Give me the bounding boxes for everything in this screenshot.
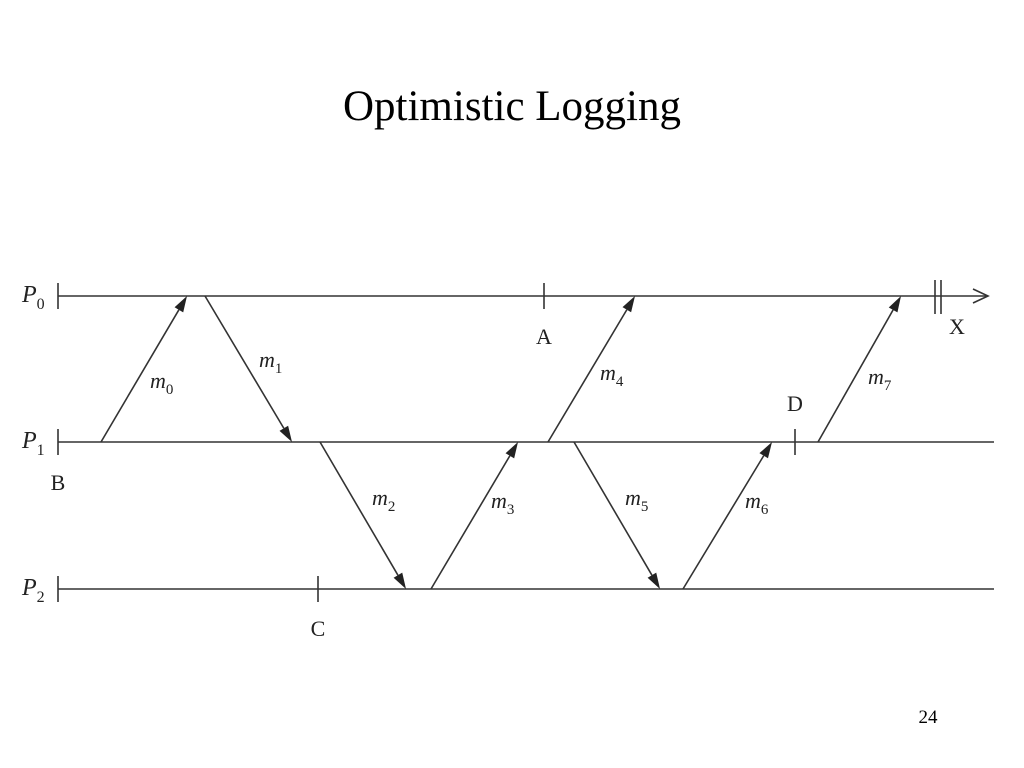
message-label-m6: m6: [745, 488, 769, 518]
message-label-m0: m0: [150, 368, 173, 398]
process-label-p2: P2: [21, 575, 45, 606]
failure-label: X: [949, 314, 965, 339]
message-m4-line: [547, 309, 628, 443]
message-m2-arrowhead: [393, 572, 406, 589]
process-label-p0: P0: [21, 282, 45, 313]
message-m7-line: [817, 309, 894, 443]
message-m5-line: [573, 441, 653, 576]
message-m5-arrowhead: [647, 572, 660, 589]
message-label-m3: m3: [491, 488, 514, 518]
message-label-m4: m4: [600, 360, 624, 390]
slide-title: Optimistic Logging: [342, 83, 682, 130]
message-m1-line: [204, 295, 285, 429]
message-m6-arrowhead: [759, 442, 772, 459]
checkpoint-label-A: A: [536, 324, 552, 349]
message-label-m2: m2: [372, 485, 395, 515]
message-m6-line: [682, 455, 765, 590]
timeline-end-arrow-p0: [972, 288, 990, 304]
message-m0-arrowhead: [174, 296, 187, 313]
checkpoint-label-D: D: [787, 391, 803, 416]
timelines-layer: [57, 280, 994, 602]
message-m0-line: [100, 309, 180, 443]
messages-layer: [100, 295, 901, 590]
message-m1-arrowhead: [279, 425, 292, 442]
message-m4-arrowhead: [622, 296, 635, 313]
message-label-m7: m7: [868, 364, 892, 394]
message-m3-arrowhead: [505, 442, 518, 459]
message-label-m1: m1: [259, 347, 282, 377]
message-m2-line: [319, 441, 399, 576]
message-m7-arrowhead: [888, 296, 901, 313]
checkpoint-label-B: B: [51, 470, 66, 495]
checkpoint-label-C: C: [311, 616, 326, 641]
slide-number: 24: [918, 707, 938, 728]
message-label-m5: m5: [625, 485, 648, 515]
message-m3-line: [430, 455, 511, 590]
process-label-p1: P1: [21, 428, 45, 459]
